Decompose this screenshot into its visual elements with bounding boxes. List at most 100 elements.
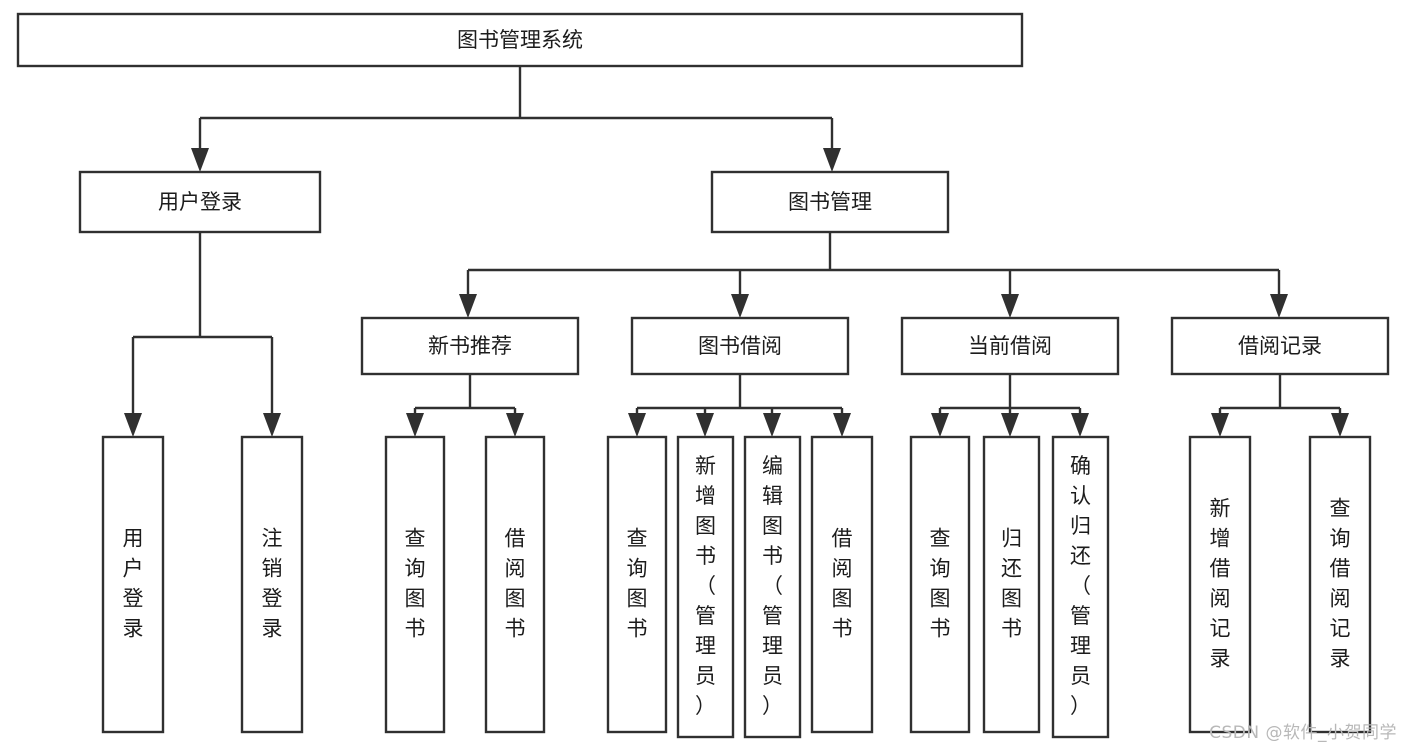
node-box-shape <box>240 435 304 734</box>
label-char: 书 <box>1001 617 1022 641</box>
node-box-shape <box>101 435 165 734</box>
node-leaf-borrow-book-1[interactable]: 借阅图书 <box>484 435 546 734</box>
label-char: 书 <box>505 617 526 641</box>
node-current-borrow[interactable]: 当前借阅 <box>900 316 1120 376</box>
arrow-head-icon <box>1331 413 1349 437</box>
label-char: 图 <box>1001 587 1022 611</box>
connector-newbookrec-to-leaves <box>406 374 524 437</box>
node-leaf-return-book[interactable]: 归还图书 <box>982 435 1041 734</box>
node-book-manage[interactable]: 图书管理 <box>710 170 950 234</box>
node-box-shape <box>360 316 580 376</box>
label-char: 图 <box>695 514 716 538</box>
node-label: 借阅记录 <box>1238 334 1322 358</box>
arrow-head-icon <box>763 413 781 437</box>
node-label-vertical: 编辑图书（管理员） <box>762 454 783 718</box>
node-user-login[interactable]: 用户登录 <box>78 170 322 234</box>
label-char: 编 <box>762 454 783 478</box>
node-borrow-record[interactable]: 借阅记录 <box>1170 316 1390 376</box>
node-label-vertical: 新增借阅记录 <box>1210 497 1231 671</box>
node-box-shape <box>78 170 322 234</box>
label-char: （ <box>762 574 783 598</box>
arrow-head-icon <box>191 148 209 172</box>
node-label-vertical: 用户登录 <box>123 527 144 641</box>
arrow-head-icon <box>823 148 841 172</box>
label-char: 录 <box>1330 647 1351 671</box>
label-char: 图 <box>930 587 951 611</box>
arrow-head-icon <box>1211 413 1229 437</box>
node-leaf-borrow-book-2[interactable]: 借阅图书 <box>810 435 874 734</box>
node-leaf-logout[interactable]: 注销登录 <box>240 435 304 734</box>
label-char: 理 <box>1070 634 1091 658</box>
node-label-vertical: 查询借阅记录 <box>1330 497 1351 671</box>
label-char: 询 <box>930 557 951 581</box>
arrow-head-icon <box>931 413 949 437</box>
label-char: 登 <box>123 587 144 611</box>
node-box-shape <box>743 435 802 739</box>
label-char: 书 <box>762 544 783 568</box>
node-box-shape <box>1051 435 1110 739</box>
connector-layer <box>124 66 1349 437</box>
label-char: 增 <box>695 484 716 508</box>
node-leaf-confirm-return[interactable]: 确认归还（管理员） <box>1051 435 1110 739</box>
label-char: ） <box>1070 694 1091 718</box>
arrow-head-icon <box>1270 294 1288 318</box>
node-leaf-query-book-3[interactable]: 查询图书 <box>909 435 971 734</box>
label-char: 借 <box>832 527 853 551</box>
label-char: 阅 <box>1330 587 1351 611</box>
node-box-shape <box>1188 435 1252 734</box>
node-label-vertical: 借阅图书 <box>505 527 526 641</box>
label-char: 询 <box>405 557 426 581</box>
node-label-vertical: 归还图书 <box>1001 527 1022 641</box>
node-box-shape <box>1170 316 1390 376</box>
leaf-node-layer: 用户登录注销登录查询图书借阅图书查询图书新增图书（管理员）编辑图书（管理员）借阅… <box>101 435 1372 739</box>
node-box-shape <box>810 435 874 734</box>
node-leaf-user-login[interactable]: 用户登录 <box>101 435 165 734</box>
node-leaf-add-record[interactable]: 新增借阅记录 <box>1188 435 1252 734</box>
label-char: 辑 <box>762 484 783 508</box>
label-char: 用 <box>123 527 144 551</box>
connector-root-to-level2 <box>191 66 841 172</box>
label-char: 图 <box>405 587 426 611</box>
label-char: 询 <box>1330 527 1351 551</box>
node-leaf-query-book-1[interactable]: 查询图书 <box>384 435 446 734</box>
node-leaf-query-record[interactable]: 查询借阅记录 <box>1308 435 1372 734</box>
label-char: 登 <box>262 587 283 611</box>
node-box-shape <box>16 12 1024 68</box>
label-char: 记 <box>1210 617 1231 641</box>
arrow-head-icon <box>1001 413 1019 437</box>
node-book-borrow[interactable]: 图书借阅 <box>630 316 850 376</box>
label-char: 图 <box>505 587 526 611</box>
label-char: ） <box>695 694 716 718</box>
connector-bookborrow-to-leaves <box>628 374 851 437</box>
label-char: 新 <box>1210 497 1231 521</box>
arrow-head-icon <box>731 294 749 318</box>
label-char: 查 <box>1330 497 1351 521</box>
label-char: 图 <box>627 587 648 611</box>
node-leaf-add-book[interactable]: 新增图书（管理员） <box>676 435 735 739</box>
label-char: 归 <box>1070 514 1091 538</box>
arrow-head-icon <box>833 413 851 437</box>
label-char: 录 <box>123 617 144 641</box>
label-char: 图 <box>762 514 783 538</box>
node-root-system[interactable]: 图书管理系统 <box>16 12 1024 68</box>
label-char: 员 <box>695 664 716 688</box>
node-box-shape <box>982 435 1041 734</box>
node-leaf-edit-book[interactable]: 编辑图书（管理员） <box>743 435 802 739</box>
label-char: 阅 <box>832 557 853 581</box>
label-char: 员 <box>1070 664 1091 688</box>
node-leaf-query-book-2[interactable]: 查询图书 <box>606 435 668 734</box>
node-box-shape <box>384 435 446 734</box>
label-char: 管 <box>1070 604 1091 628</box>
node-new-book-rec[interactable]: 新书推荐 <box>360 316 580 376</box>
label-char: 记 <box>1330 617 1351 641</box>
label-char: 书 <box>832 617 853 641</box>
label-char: 录 <box>1210 647 1231 671</box>
node-label: 图书借阅 <box>698 334 782 358</box>
node-box-shape <box>909 435 971 734</box>
label-char: 认 <box>1070 484 1091 508</box>
node-label: 图书管理系统 <box>457 28 583 52</box>
node-label-vertical: 查询图书 <box>930 527 951 641</box>
label-char: 阅 <box>1210 587 1231 611</box>
arrow-head-icon <box>459 294 477 318</box>
